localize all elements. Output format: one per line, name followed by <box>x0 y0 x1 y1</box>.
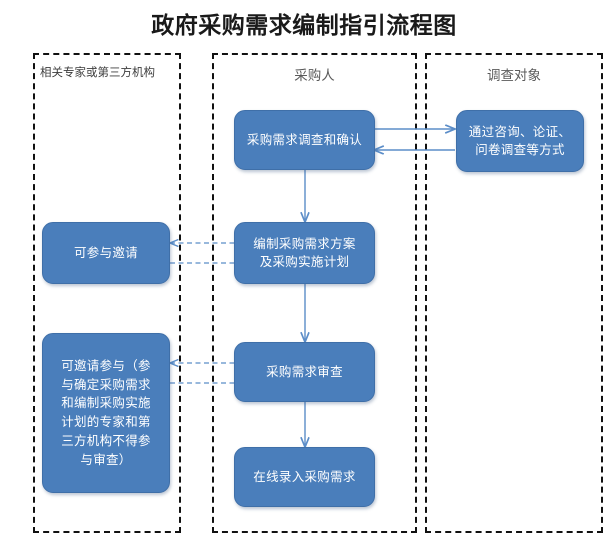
node-online-entry[interactable]: 在线录入采购需求 <box>234 447 375 507</box>
swimlane-purchaser-label: 采购人 <box>294 68 335 84</box>
node-survey-method[interactable]: 通过咨询、论证、 问卷调查等方式 <box>456 110 584 172</box>
page-title: 政府采购需求编制指引流程图 <box>151 12 457 39</box>
node-demand-review[interactable]: 采购需求审查 <box>234 342 375 402</box>
swimlane-experts: 相关专家或第三方机构 <box>33 53 181 533</box>
node-may-invite[interactable]: 可参与邀请 <box>42 222 170 284</box>
swimlane-purchaser: 采购人 <box>212 53 417 533</box>
swimlane-experts-label: 相关专家或第三方机构 <box>40 65 155 79</box>
swimlane-survey-label: 调查对象 <box>487 68 541 84</box>
node-plan-compile[interactable]: 编制采购需求方案 及采购实施计划 <box>234 222 375 284</box>
node-may-invite-long[interactable]: 可邀请参与（参 与确定采购需求 和编制采购实施 计划的专家和第 三方机构不得参 … <box>42 333 170 493</box>
swimlane-survey: 调查对象 <box>425 53 603 533</box>
node-survey-confirm[interactable]: 采购需求调查和确认 <box>234 110 375 170</box>
